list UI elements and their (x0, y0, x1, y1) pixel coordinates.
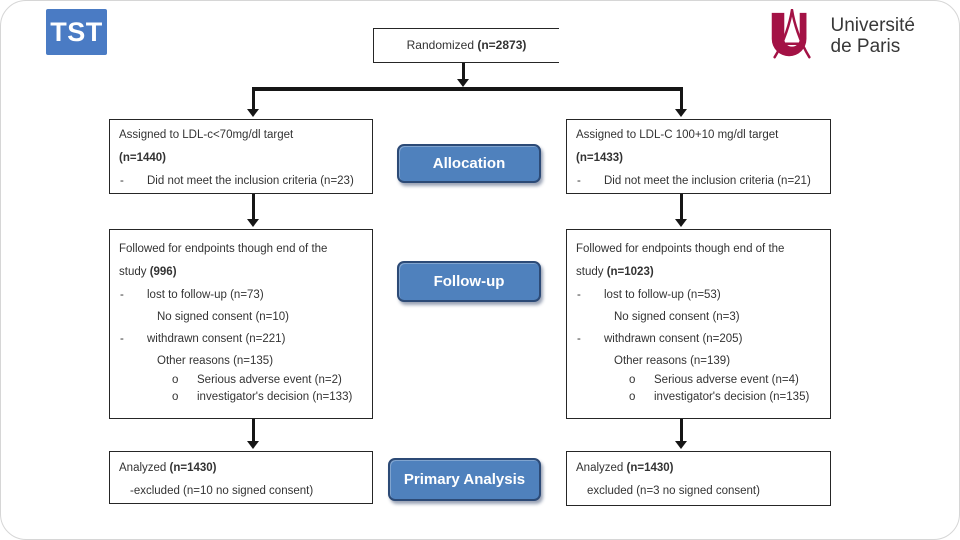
stage-button-primary-analysis: Primary Analysis (388, 458, 541, 501)
tst-logo: TST (46, 9, 107, 55)
bullet: - (120, 289, 124, 301)
flow-line: -withdrawn consent (n=205) (567, 328, 830, 350)
flow-arrow-line (252, 419, 255, 442)
flow-line: (n=1433) (576, 152, 623, 164)
university-name-line1: Université (830, 15, 915, 36)
randomized-box: Randomized (n=2873) (373, 28, 559, 63)
flow-arrow-line (252, 91, 255, 110)
flow-line: Assigned to LDL-c<70mg/dl target (119, 129, 294, 141)
bullet: - (577, 289, 581, 301)
flow-arrowhead-icon (675, 441, 687, 449)
flow-line: study (996) (119, 266, 177, 278)
flow-line: -Did not meet the inclusion criteria (n=… (567, 170, 830, 192)
bullet: o (172, 374, 179, 386)
flow-line: No signed consent (n=3) (614, 311, 740, 323)
bullet: - (120, 333, 124, 345)
flow-arrowhead-icon (247, 219, 259, 227)
left-followup-box: Followed for endpoints though end of the… (109, 229, 373, 419)
left-analysis-box: Analyzed (n=1430) -excluded (n=10 no sign… (109, 451, 373, 504)
flow-line: study (n=1023) (576, 266, 654, 278)
bullet: o (629, 391, 636, 403)
flow-line: Randomized (n=2873) (406, 38, 527, 52)
flow-arrowhead-icon (675, 219, 687, 227)
university-name-line2: de Paris (830, 36, 901, 57)
flow-arrowhead-icon (247, 109, 259, 117)
flow-arrow-line (680, 419, 683, 442)
flow-arrow-line (680, 194, 683, 220)
university-name: Université de Paris (831, 15, 915, 57)
flow-line: (n=1440) (119, 152, 166, 164)
flow-line: Analyzed (n=1430) (119, 462, 217, 474)
university-logo-mark (771, 9, 811, 59)
stage-button-followup: Follow-up (397, 261, 541, 302)
flow-arrowhead-icon (457, 79, 469, 87)
flow-line: Assigned to LDL-C 100+10 mg/dl target (576, 129, 779, 141)
left-allocation-box: Assigned to LDL-c<70mg/dl target (n=1440)… (109, 119, 373, 194)
right-analysis-box: Analyzed (n=1430) excluded (n=3 no signed… (566, 451, 831, 506)
flow-line: -excluded (n=10 no signed consent) (130, 485, 314, 497)
flow-line: -withdrawn consent (n=221) (110, 328, 372, 350)
flow-line: Other reasons (n=135) (157, 355, 274, 367)
flow-line: excluded (n=3 no signed consent) (587, 485, 760, 497)
bullet: o (629, 374, 636, 386)
flow-arrow-line (252, 194, 255, 220)
flow-arrow-line (462, 63, 465, 80)
bullet: o (172, 391, 179, 403)
flow-line: Followed for endpoints though end of the (119, 243, 328, 255)
bullet: - (120, 175, 124, 187)
flow-line: Analyzed (n=1430) (576, 462, 674, 474)
flow-line: -lost to follow-up (n=53) (567, 284, 830, 306)
bullet: - (577, 175, 581, 187)
flow-arrowhead-icon (675, 109, 687, 117)
flow-split-line (252, 87, 683, 91)
right-followup-box: Followed for endpoints though end of the… (566, 229, 831, 419)
flow-arrow-line (680, 91, 683, 110)
flow-line: No signed consent (n=10) (157, 311, 290, 323)
flow-line: -Did not meet the inclusion criteria (n=… (110, 170, 372, 192)
flow-line: Other reasons (n=139) (614, 355, 731, 367)
flow-arrowhead-icon (247, 441, 259, 449)
flow-line: Followed for endpoints though end of the (576, 243, 785, 255)
bullet: - (577, 333, 581, 345)
flow-line: -lost to follow-up (n=73) (110, 284, 372, 306)
university-logo: Université de Paris (763, 9, 915, 63)
stage-button-allocation: Allocation (397, 144, 541, 183)
right-allocation-box: Assigned to LDL-C 100+10 mg/dl target (n=… (566, 119, 831, 194)
